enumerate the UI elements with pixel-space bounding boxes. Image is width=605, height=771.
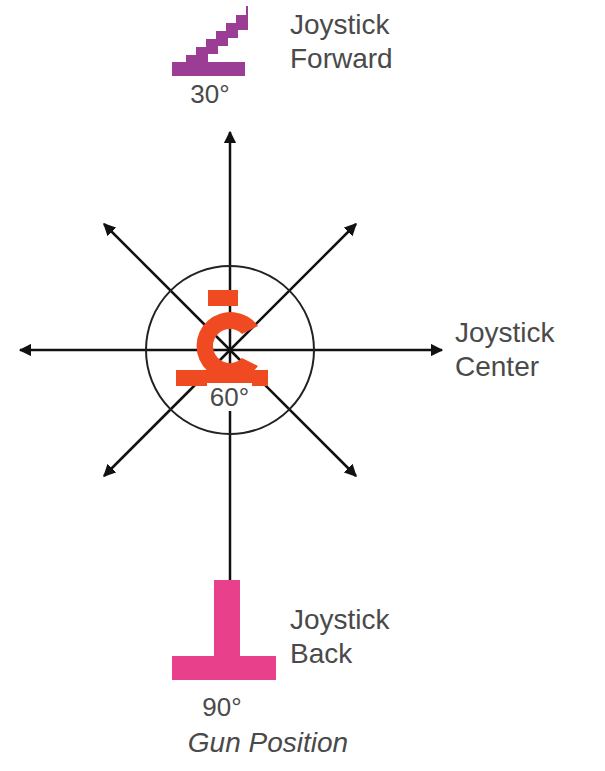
angle-label: 60° — [207, 383, 252, 411]
gun-icon-90 — [172, 580, 276, 680]
direction-arrows — [20, 132, 442, 592]
joystick-label: Joystick Forward — [290, 8, 440, 76]
angle-label: 90° — [202, 693, 241, 721]
gun-circle: 60° — [145, 265, 315, 435]
angle-label: 30° — [190, 80, 229, 108]
figure-caption: Gun Position — [188, 726, 348, 760]
joystick-label: Joystick Back — [290, 603, 440, 671]
joystick-label: Joystick Center — [455, 316, 600, 384]
gun-icon-30 — [172, 6, 248, 76]
gun-icon-60 — [176, 290, 268, 386]
